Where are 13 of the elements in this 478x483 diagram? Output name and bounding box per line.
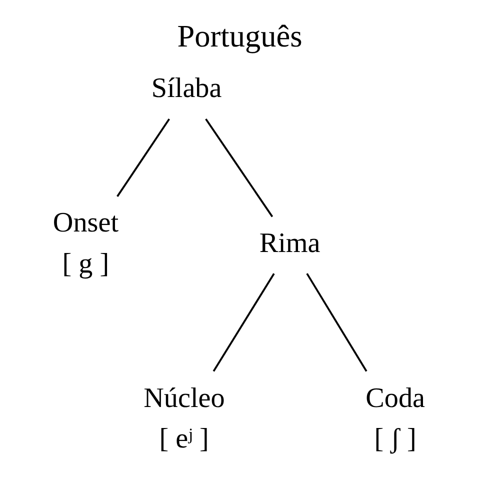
node-text: Rima	[259, 228, 320, 259]
node-text: Onset	[52, 207, 119, 238]
connector	[212, 272, 275, 372]
connector	[116, 118, 170, 196]
node-label: [ eʲ ]	[159, 422, 209, 454]
node-label: [ ʃ ]	[374, 422, 416, 454]
node-text: Sílaba	[151, 72, 222, 104]
node-text: Coda	[366, 382, 426, 414]
node-text: Núcleo	[144, 382, 225, 414]
node-label: [ g ]	[62, 248, 110, 279]
diagram-title: Português	[177, 18, 302, 54]
connector	[306, 272, 368, 372]
connector	[205, 118, 274, 217]
